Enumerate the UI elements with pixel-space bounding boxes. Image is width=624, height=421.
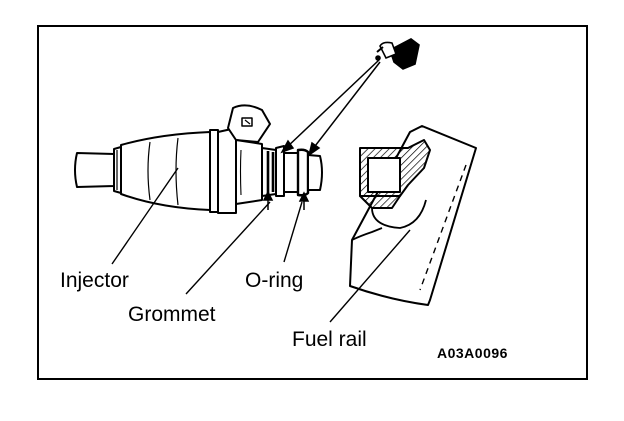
injector-label: Injector [60,269,129,292]
grommet-leader [185,201,271,295]
fuel-rail-leader [329,229,411,323]
o-ring-leader [283,201,303,263]
figure-frame [37,25,588,380]
leader-lines [111,167,411,323]
fuel-rail [349,125,477,306]
figure-code: A03A0096 [437,345,508,361]
o-ring-label: O-ring [245,269,303,292]
injector-leader [111,167,179,265]
lubricant-applicator-icon [375,38,420,70]
grommet-label: Grommet [128,303,216,326]
apply-oil-arrows [280,59,381,157]
index-arrows [262,190,310,210]
fuel-rail-label: Fuel rail [292,328,367,351]
injector-body [74,104,323,214]
